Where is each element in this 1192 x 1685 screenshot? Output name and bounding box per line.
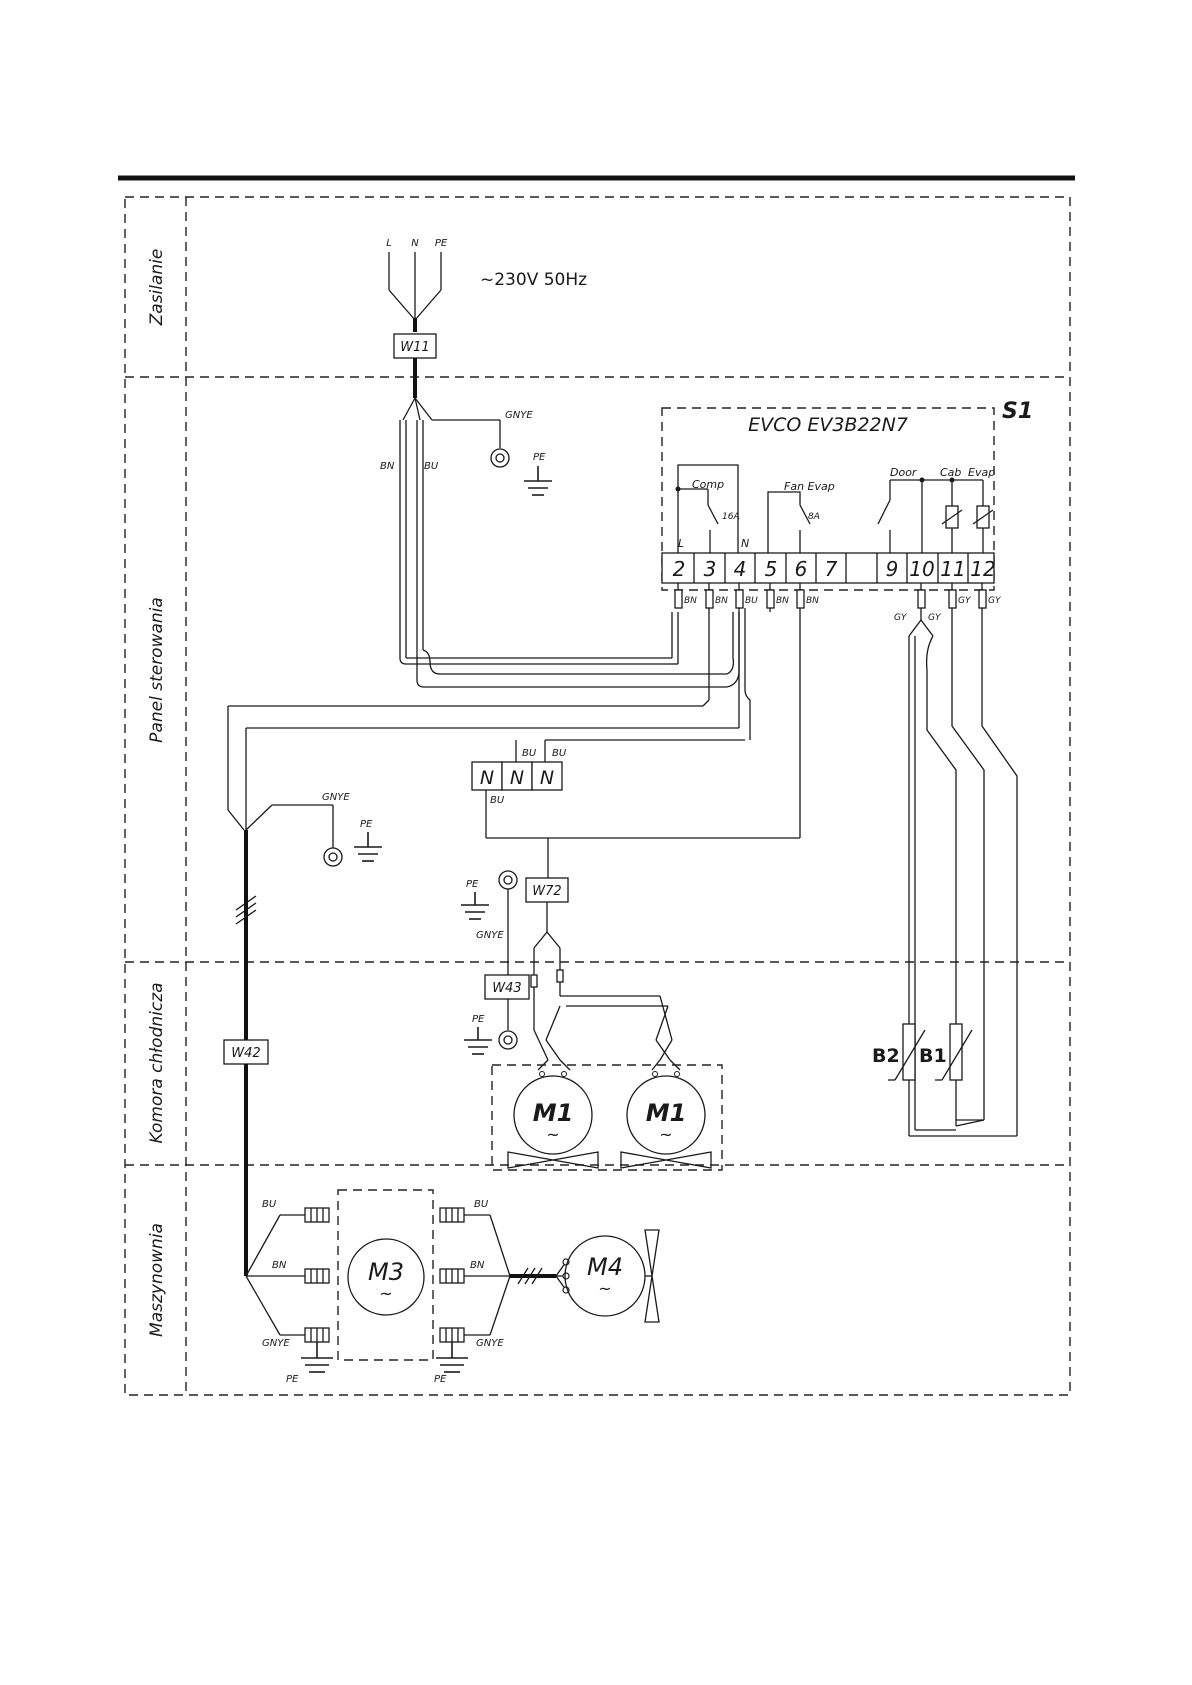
chamber-pe-bottom-label: PE — [472, 1014, 485, 1025]
supply-n-label: N — [411, 238, 419, 249]
section-label-panel-sterowania: Panel sterowania — [147, 597, 167, 743]
controller-tag: S1 — [1002, 399, 1033, 424]
controller-n-label: N — [741, 537, 749, 550]
section-label-komora-chlodnicza: Komora chłodnicza — [147, 982, 167, 1143]
section-frame — [125, 197, 1070, 1395]
relay-comp-rating: 16A — [722, 512, 740, 522]
sensor-b1-label: B1 — [919, 1045, 947, 1067]
terminal-3: 3 — [704, 557, 717, 581]
input-cab-label: Cab — [940, 466, 961, 479]
supply-voltage: ~230V 50Hz — [480, 270, 587, 290]
cable-w11-label: W11 — [400, 340, 429, 355]
right-wire-bu: BU — [474, 1199, 489, 1210]
supply-bn-label: BN — [380, 461, 395, 472]
terminal-12: 12 — [970, 557, 995, 581]
motor-m1a-ac: ~ — [546, 1125, 559, 1144]
terminal-wire-3: BN — [715, 596, 728, 606]
supply-pe-ground-label: PE — [533, 452, 546, 463]
motor-m4-ac: ~ — [598, 1279, 611, 1298]
motor-m3-ac: ~ — [379, 1284, 392, 1303]
relay-fan-label: Fan Evap — [784, 480, 835, 493]
relay-comp-label: Comp — [692, 478, 724, 491]
neutral-label-2: N — [510, 767, 524, 789]
fan-wiring: W72 — [526, 878, 680, 1070]
terminal-wire-12: GY — [988, 596, 1002, 606]
evaporator-fans: M1 ~ M1 ~ — [492, 1065, 722, 1170]
terminal-wire-10b: GY — [928, 613, 942, 623]
supply-cable: L N PE ~230V 50Hz W11 GNYE PE BN BU — [380, 238, 587, 495]
neutral-wire-bottom: BU — [490, 795, 505, 806]
chamber-gnye-label: GNYE — [476, 930, 504, 941]
terminal-wire-6: BN — [806, 596, 819, 606]
chamber-ground-top-icon — [461, 892, 489, 919]
input-evap-label: Evap — [968, 466, 995, 479]
neutral-wire-top-2: BU — [552, 748, 567, 759]
terminal-wire-11: GY — [958, 596, 972, 606]
cable-w42-label: W42 — [231, 1046, 260, 1061]
panel-gnye-label: GNYE — [322, 792, 350, 803]
supply-pe-label: PE — [435, 238, 448, 249]
panel-ground-icon — [354, 832, 382, 861]
cable-w72-label: W72 — [532, 884, 561, 899]
terminal-5: 5 — [765, 557, 778, 581]
section-label-zasilanie: Zasilanie — [147, 249, 167, 327]
chamber-pe-top-label: PE — [466, 879, 479, 890]
fan-blade-icon — [645, 1230, 659, 1276]
motor-m3-label: M3 — [368, 1258, 404, 1286]
controller-name: EVCO EV3B22N7 — [748, 414, 908, 436]
controller-s1: EVCO EV3B22N7 S1 Comp 16A L N Fan Evap 8… — [662, 399, 1033, 623]
terminal-wire-5: BN — [776, 596, 789, 606]
supply-bu-label: BU — [424, 461, 439, 472]
left-wire-bu: BU — [262, 1199, 277, 1210]
terminal-10: 10 — [909, 557, 934, 581]
terminal-6: 6 — [795, 557, 808, 581]
left-wire-bn: BN — [272, 1260, 287, 1271]
sensor-b2-label: B2 — [872, 1045, 900, 1067]
motor-m1a-label: M1 — [533, 1099, 574, 1127]
terminal-7: 7 — [825, 557, 838, 581]
cable-w43-label: W43 — [492, 981, 521, 996]
left-pe-label: PE — [286, 1374, 299, 1385]
left-ground-icon — [301, 1342, 333, 1372]
motor-m1b-ac: ~ — [659, 1125, 672, 1144]
supply-ground-icon — [524, 466, 552, 495]
terminal-wire-2: BN — [684, 596, 697, 606]
right-connectors — [440, 1208, 464, 1342]
neutral-label-1: N — [480, 767, 494, 789]
supply-l-label: L — [386, 238, 392, 249]
chamber-ground-bottom-icon — [464, 1027, 492, 1054]
terminal-2: 2 — [673, 557, 686, 581]
section-label-maszynownia: Maszynownia — [147, 1223, 167, 1337]
machine-room: BU BN GNYE PE M3 ~ — [246, 1190, 659, 1385]
sensor-b2-icon — [903, 1024, 915, 1080]
supply-gnye-label: GNYE — [505, 410, 533, 421]
motor-m4-label: M4 — [587, 1253, 623, 1281]
terminal-9: 9 — [886, 557, 899, 581]
controller-l-label: L — [678, 537, 684, 550]
neutral-wire-top-1: BU — [522, 748, 537, 759]
relay-fan-rating: 8A — [808, 512, 820, 522]
panel-wiring — [228, 608, 800, 878]
terminal-wire-4: BU — [745, 596, 758, 606]
left-connectors — [305, 1208, 329, 1342]
left-wire-gnye: GNYE — [262, 1338, 290, 1349]
motor-m1b-label: M1 — [646, 1099, 687, 1127]
right-pe-label: PE — [434, 1374, 447, 1385]
terminal-wire-10a: GY — [894, 613, 908, 623]
neutral-label-3: N — [540, 767, 554, 789]
right-wire-bn: BN — [470, 1260, 485, 1271]
right-wire-gnye: GNYE — [476, 1338, 504, 1349]
sensor-b1-icon — [950, 1024, 962, 1080]
right-ground-icon — [436, 1342, 468, 1372]
input-door-label: Door — [890, 466, 918, 479]
terminal-11: 11 — [940, 557, 965, 581]
panel-pe-label: PE — [360, 819, 373, 830]
sensor-wiring: B2 B1 — [872, 608, 1017, 1136]
terminal-4: 4 — [734, 557, 747, 581]
panel-ground: GNYE PE — [246, 792, 382, 866]
